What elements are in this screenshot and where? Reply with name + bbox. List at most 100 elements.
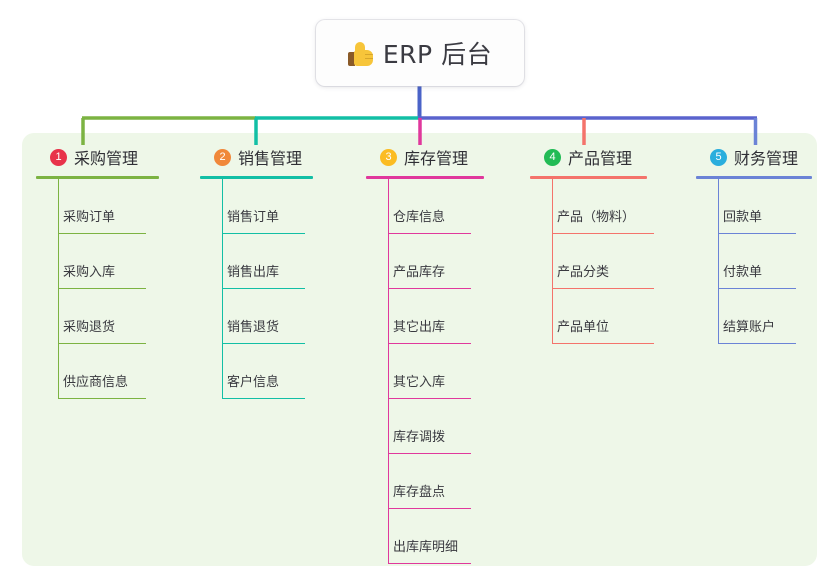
branch-badge-5: 5 bbox=[710, 148, 727, 166]
leaf-node[interactable]: 采购订单 bbox=[36, 179, 159, 234]
branch-column-1: 1 采购管理采购订单采购入库采购退货供应商信息 bbox=[36, 145, 159, 399]
leaf-underline bbox=[552, 342, 654, 344]
leaf-connector bbox=[222, 179, 224, 234]
leaf-connector bbox=[718, 179, 720, 234]
branch-header-1[interactable]: 1 采购管理 bbox=[36, 145, 159, 169]
leaf-node[interactable]: 回款单 bbox=[696, 179, 812, 234]
leaf-label: 销售订单 bbox=[227, 210, 280, 225]
leaf-underline bbox=[718, 232, 796, 234]
leaf-connector bbox=[222, 234, 224, 289]
branch-column-5: 5 财务管理回款单付款单结算账户 bbox=[696, 145, 812, 344]
branch-header-5[interactable]: 5 财务管理 bbox=[696, 145, 812, 169]
leaf-underline bbox=[58, 287, 146, 289]
leaf-connector bbox=[222, 344, 224, 399]
branch-title-1: 采购管理 bbox=[74, 149, 139, 168]
leaf-label: 供应商信息 bbox=[63, 375, 129, 390]
leaf-node[interactable]: 仓库信息 bbox=[366, 179, 484, 234]
leaf-node[interactable]: 其它入库 bbox=[366, 344, 484, 399]
branch-title-5: 财务管理 bbox=[734, 149, 799, 168]
leaf-label: 回款单 bbox=[723, 210, 763, 225]
leaf-node[interactable]: 其它出库 bbox=[366, 289, 484, 344]
leaf-connector bbox=[718, 234, 720, 289]
leaf-label: 付款单 bbox=[723, 265, 763, 280]
branch-underline-2 bbox=[200, 176, 313, 179]
leaf-label: 出库库明细 bbox=[393, 540, 459, 555]
branch-underline-4 bbox=[530, 176, 647, 179]
leaf-connector bbox=[388, 399, 390, 454]
leaf-label: 采购退货 bbox=[63, 320, 116, 335]
leaf-underline bbox=[58, 342, 146, 344]
leaf-label: 销售退货 bbox=[227, 320, 280, 335]
leaf-underline bbox=[222, 287, 305, 289]
leaf-underline bbox=[58, 397, 146, 399]
leaf-node[interactable]: 产品单位 bbox=[530, 289, 654, 344]
leaf-node[interactable]: 销售出库 bbox=[200, 234, 313, 289]
leaf-node[interactable]: 销售退货 bbox=[200, 289, 313, 344]
leaf-label: 产品单位 bbox=[557, 320, 610, 335]
diagram-panel bbox=[22, 133, 817, 566]
root-node-title: ERP 后台 bbox=[382, 40, 493, 69]
branch-badge-1: 1 bbox=[50, 148, 67, 166]
leaf-connector bbox=[388, 454, 390, 509]
leaf-underline bbox=[388, 452, 471, 454]
leaf-connector bbox=[552, 289, 554, 344]
leaf-label: 其它入库 bbox=[393, 375, 446, 390]
leaf-node[interactable]: 产品库存 bbox=[366, 234, 484, 289]
leaf-connector bbox=[58, 289, 60, 344]
leaf-node[interactable]: 供应商信息 bbox=[36, 344, 159, 399]
leaf-node[interactable]: 出库库明细 bbox=[366, 509, 484, 564]
leaf-node[interactable]: 付款单 bbox=[696, 234, 812, 289]
leaf-node[interactable]: 客户信息 bbox=[200, 344, 313, 399]
leaf-underline bbox=[58, 232, 146, 234]
root-node[interactable]: ERP 后台 bbox=[316, 20, 524, 86]
leaf-underline bbox=[388, 507, 471, 509]
leaf-underline bbox=[718, 342, 796, 344]
leaf-label: 销售出库 bbox=[227, 265, 280, 280]
leaf-underline bbox=[388, 232, 471, 234]
branch-title-2: 销售管理 bbox=[238, 149, 303, 168]
leaf-label: 库存盘点 bbox=[393, 485, 446, 500]
leaf-label: 其它出库 bbox=[393, 320, 446, 335]
leaf-underline bbox=[388, 562, 471, 564]
leaf-connector bbox=[388, 289, 390, 344]
branch-title-3: 库存管理 bbox=[404, 149, 469, 168]
leaf-connector bbox=[58, 179, 60, 234]
leaf-node[interactable]: 库存盘点 bbox=[366, 454, 484, 509]
leaf-node[interactable]: 结算账户 bbox=[696, 289, 812, 344]
leaf-label: 客户信息 bbox=[227, 375, 280, 390]
leaf-connector bbox=[552, 234, 554, 289]
leaf-node[interactable]: 库存调拨 bbox=[366, 399, 484, 454]
leaf-connector bbox=[388, 179, 390, 234]
leaf-connector bbox=[718, 289, 720, 344]
leaf-label: 库存调拨 bbox=[393, 430, 446, 445]
leaf-label: 产品分类 bbox=[557, 265, 610, 280]
root-node-content: ERP 后台 bbox=[347, 35, 493, 71]
leaf-underline bbox=[222, 397, 305, 399]
leaf-underline bbox=[222, 342, 305, 344]
leaf-underline bbox=[388, 287, 471, 289]
thumbs-up-icon bbox=[347, 41, 374, 67]
leaf-node[interactable]: 产品分类 bbox=[530, 234, 654, 289]
leaf-node[interactable]: 销售订单 bbox=[200, 179, 313, 234]
branch-title-4: 产品管理 bbox=[568, 149, 633, 168]
leaf-underline bbox=[718, 287, 796, 289]
leaf-connector bbox=[222, 289, 224, 344]
leaf-connector bbox=[388, 344, 390, 399]
leaf-connector bbox=[388, 509, 390, 564]
leaf-connector bbox=[552, 179, 554, 234]
leaf-connector bbox=[58, 234, 60, 289]
leaf-node[interactable]: 采购退货 bbox=[36, 289, 159, 344]
leaf-underline bbox=[388, 342, 471, 344]
leaf-underline bbox=[552, 287, 654, 289]
leaf-node[interactable]: 产品（物料） bbox=[530, 179, 654, 234]
leaf-underline bbox=[552, 232, 654, 234]
leaf-label: 仓库信息 bbox=[393, 210, 446, 225]
leaf-node[interactable]: 采购入库 bbox=[36, 234, 159, 289]
branch-underline-5 bbox=[696, 176, 812, 179]
